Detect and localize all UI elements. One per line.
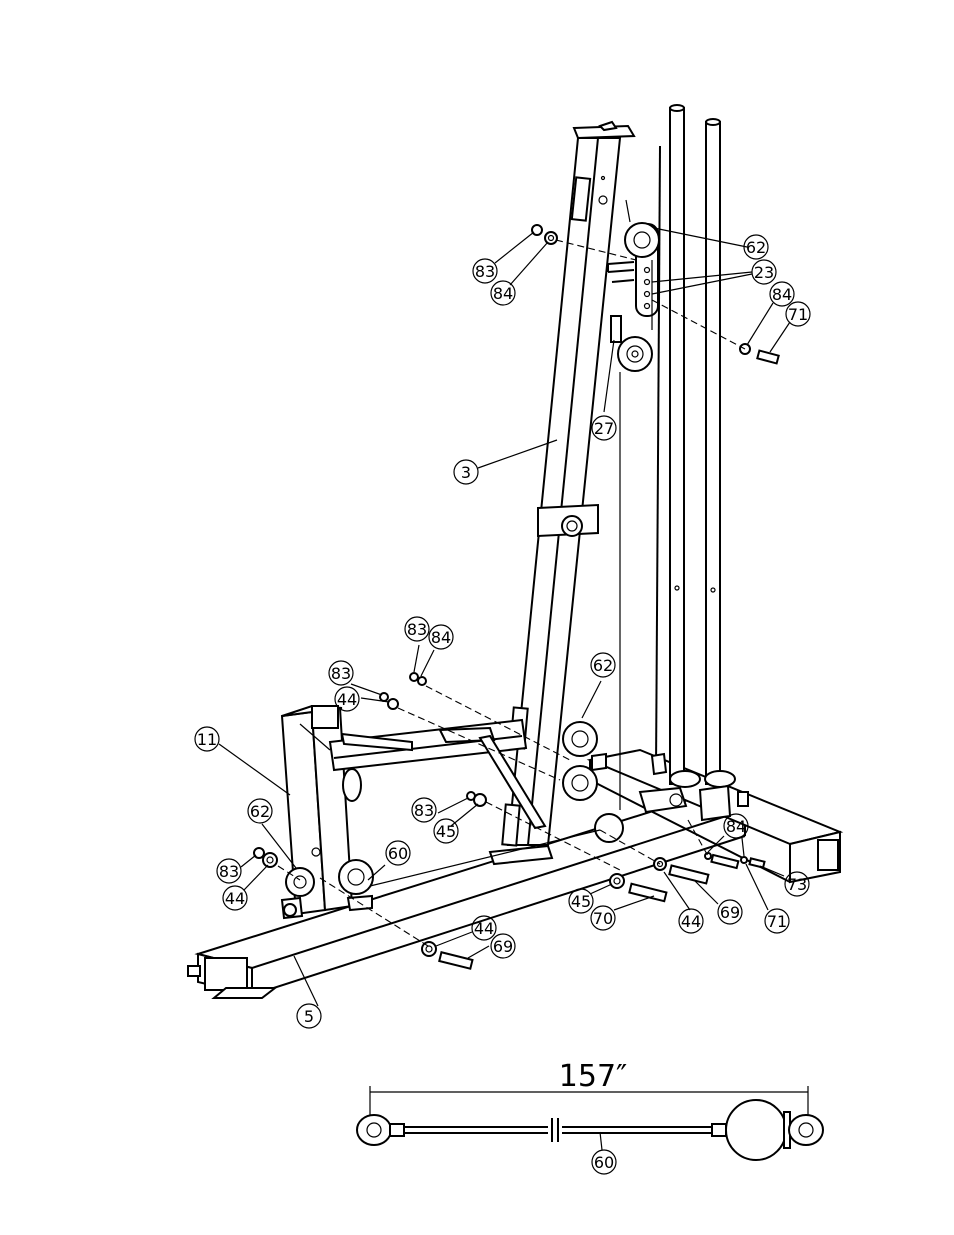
callout-83-mid2: 83 (329, 661, 353, 685)
svg-text:83: 83 (407, 620, 427, 639)
svg-text:45: 45 (436, 822, 456, 841)
svg-text:69: 69 (720, 903, 740, 922)
svg-text:44: 44 (225, 889, 245, 908)
svg-text:60: 60 (388, 844, 408, 863)
callout-84-mid: 84 (429, 625, 453, 649)
svg-text:44: 44 (681, 912, 701, 931)
svg-text:44: 44 (474, 919, 494, 938)
svg-text:84: 84 (772, 285, 792, 304)
svg-text:5: 5 (304, 1007, 314, 1026)
svg-text:71: 71 (767, 912, 787, 931)
svg-text:44: 44 (337, 690, 357, 709)
callout-84-top: 84 (770, 282, 794, 306)
callout-83-left: 83 (217, 859, 241, 883)
svg-text:84: 84 (726, 817, 746, 836)
callout-71-top: 71 (786, 302, 810, 326)
callout-69-right: 69 (718, 900, 742, 924)
svg-text:71: 71 (788, 305, 808, 324)
callout-83-top: 83 (473, 259, 497, 283)
svg-text:69: 69 (493, 937, 513, 956)
callout-27: 27 (592, 416, 616, 440)
svg-text:60: 60 (594, 1153, 614, 1172)
svg-text:62: 62 (593, 656, 613, 675)
svg-text:83: 83 (219, 862, 239, 881)
svg-text:23: 23 (754, 263, 774, 282)
callout-83-mid: 83 (405, 617, 429, 641)
svg-text:70: 70 (593, 909, 613, 928)
callout-5: 5 (297, 1004, 321, 1028)
pulley-27 (611, 316, 652, 371)
svg-text:83: 83 (414, 801, 434, 820)
callout-71-right: 71 (765, 909, 789, 933)
callout-73: 73 (785, 872, 809, 896)
callout-44-left: 44 (223, 886, 247, 910)
callout-62-left: 62 (248, 799, 272, 823)
svg-text:83: 83 (475, 262, 495, 281)
svg-text:62: 62 (250, 802, 270, 821)
cable-length-label: 157″ (559, 1059, 627, 1094)
callout-62-top: 62 (744, 235, 768, 259)
svg-text:84: 84 (431, 628, 451, 647)
callout-70: 70 (591, 906, 615, 930)
svg-text:45: 45 (571, 892, 591, 911)
svg-text:11: 11 (197, 730, 217, 749)
cable-run (370, 260, 652, 886)
top-pulley-bracket (608, 200, 659, 316)
svg-text:62: 62 (746, 238, 766, 257)
main-upright (490, 122, 634, 864)
svg-text:3: 3 (461, 463, 471, 482)
svg-text:84: 84 (493, 284, 513, 303)
callout-83-center: 83 (412, 798, 436, 822)
callout-60: 60 (386, 841, 410, 865)
svg-text:27: 27 (594, 419, 614, 438)
callout-45-center: 45 (434, 819, 458, 843)
callout-44-right: 44 (679, 909, 703, 933)
callout-84-top-left: 84 (491, 281, 515, 305)
callout-62-mid: 62 (591, 653, 615, 677)
callout-23: 23 (752, 260, 776, 284)
callout-11: 11 (195, 727, 219, 751)
svg-text:73: 73 (787, 875, 807, 894)
callout-84-right: 84 (724, 814, 748, 838)
frame-drawing (188, 105, 840, 998)
callout-44-mid: 44 (335, 687, 359, 711)
cable-detail: 157″ 60 (357, 1059, 823, 1174)
callout-45-low: 45 (569, 889, 593, 913)
callout-3: 3 (454, 460, 478, 484)
callout-60-cable: 60 (592, 1150, 616, 1174)
svg-text:83: 83 (331, 664, 351, 683)
callout-69-bottom: 69 (491, 934, 515, 958)
weight-guide-rods (656, 105, 735, 787)
